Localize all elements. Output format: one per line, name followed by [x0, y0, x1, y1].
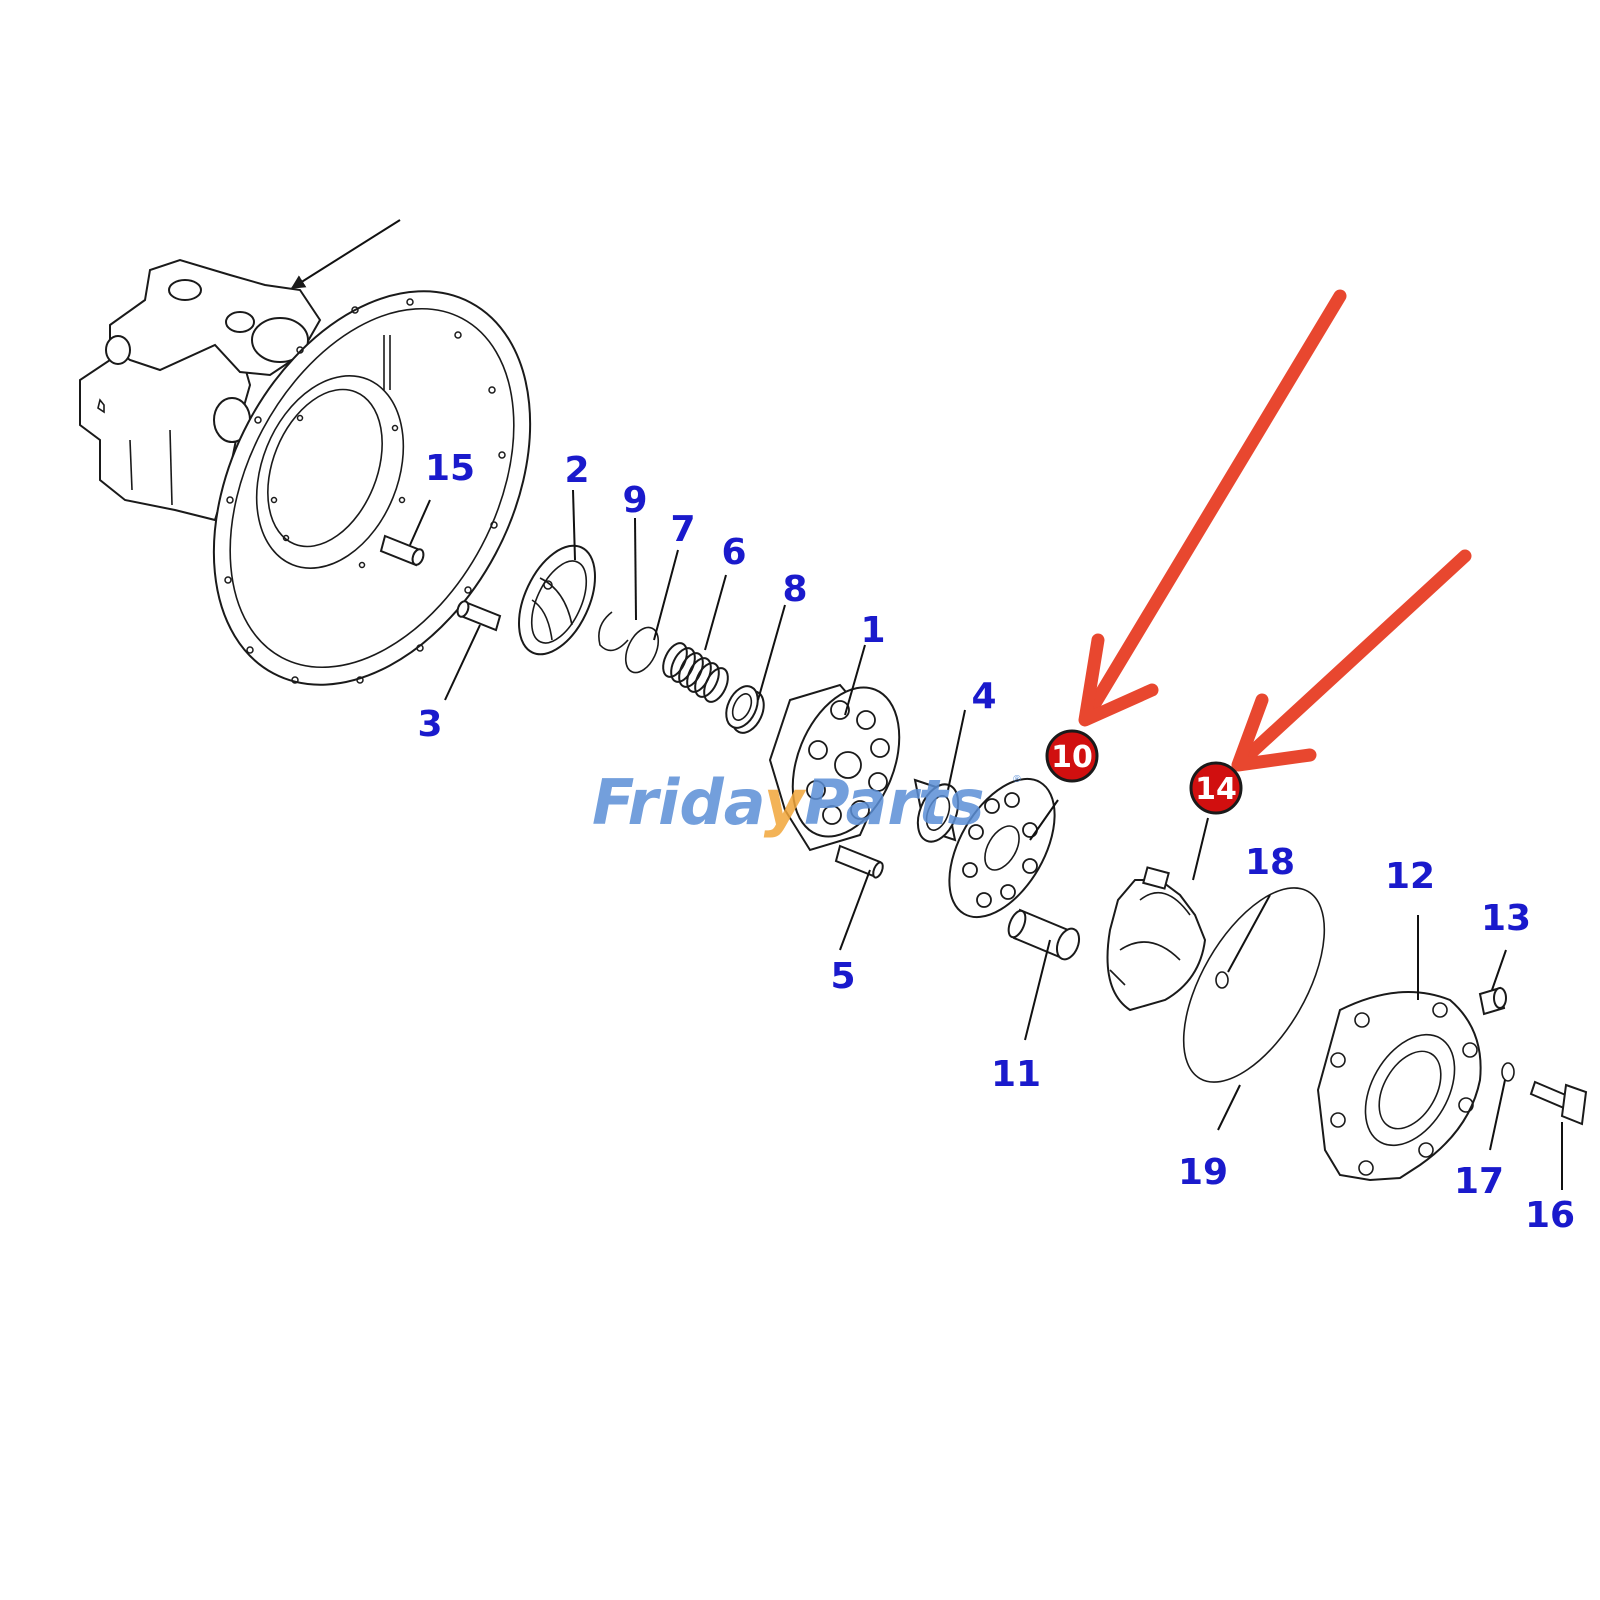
- washer-part-17: [1501, 1062, 1515, 1082]
- callout-labels: 15 2 9 7 6 8 1 3 4 5 11 18 12 13 19 17 1…: [417, 448, 1575, 1236]
- pointer-arrow: [290, 219, 401, 289]
- callout-15: 15: [425, 448, 475, 489]
- spring-part-6: [662, 642, 729, 703]
- red-arrow-icon: [1078, 289, 1347, 727]
- callout-5: 5: [830, 956, 855, 997]
- pump-housing: [79, 258, 322, 522]
- callout-17: 17: [1454, 1161, 1504, 1202]
- watermark-logo: FridayParts ®: [592, 766, 1022, 839]
- snap-ring-part-9: [598, 611, 629, 652]
- plate-part-10: [948, 777, 1056, 919]
- pin-part-3: [456, 600, 502, 632]
- cylinder-block-part-1: [768, 683, 901, 852]
- callout-11: 11: [991, 1054, 1041, 1095]
- callout-12: 12: [1385, 856, 1435, 897]
- leader-lines: [409, 489, 1563, 1190]
- watermark-text-part3: Parts: [804, 766, 984, 839]
- shaft-part-11: [1007, 908, 1081, 961]
- watermark-text-part1: Frida: [592, 766, 764, 839]
- callout-6: 6: [721, 532, 746, 573]
- callout-19: 19: [1178, 1152, 1228, 1193]
- callout-1: 1: [860, 610, 885, 651]
- red-arrow-icon: [1231, 549, 1472, 772]
- watermark-text-part2: y: [764, 766, 807, 839]
- end-cover-part-12: [1316, 991, 1482, 1182]
- callout-4: 4: [971, 676, 996, 717]
- o-ring-part-19: [1182, 887, 1326, 1083]
- pin-part-5: [834, 844, 884, 879]
- callout-3: 3: [417, 704, 442, 745]
- flange-bolt-holes: [224, 298, 506, 684]
- callout-13: 13: [1481, 898, 1531, 939]
- pin-part-15: [379, 534, 425, 567]
- callout-2: 2: [564, 450, 589, 491]
- highlighted-callout-10: 10: [1045, 729, 1099, 783]
- bushing-part-8: [725, 685, 765, 734]
- valve-plate-part-2: [518, 544, 596, 656]
- swash-plate-part-14: [1106, 866, 1207, 1012]
- watermark-registered-mark: ®: [1012, 774, 1022, 785]
- highlighted-label-14: 14: [1195, 772, 1237, 807]
- svg-text:FridayParts: FridayParts: [592, 766, 985, 839]
- flange-plate: [212, 290, 532, 686]
- bushing-part-4: [913, 778, 960, 843]
- bolt-part-16: [1529, 1080, 1588, 1126]
- callout-8: 8: [782, 569, 807, 610]
- callout-9: 9: [622, 480, 647, 521]
- callout-16: 16: [1525, 1195, 1575, 1236]
- small-o-ring-part-18: [1215, 971, 1229, 989]
- plug-part-13: [1478, 986, 1507, 1016]
- highlighted-label-10: 10: [1051, 740, 1093, 775]
- callout-7: 7: [670, 509, 695, 550]
- callout-18: 18: [1245, 842, 1295, 883]
- ring-part-7: [624, 626, 660, 674]
- highlighted-callout-14: 14: [1189, 761, 1243, 815]
